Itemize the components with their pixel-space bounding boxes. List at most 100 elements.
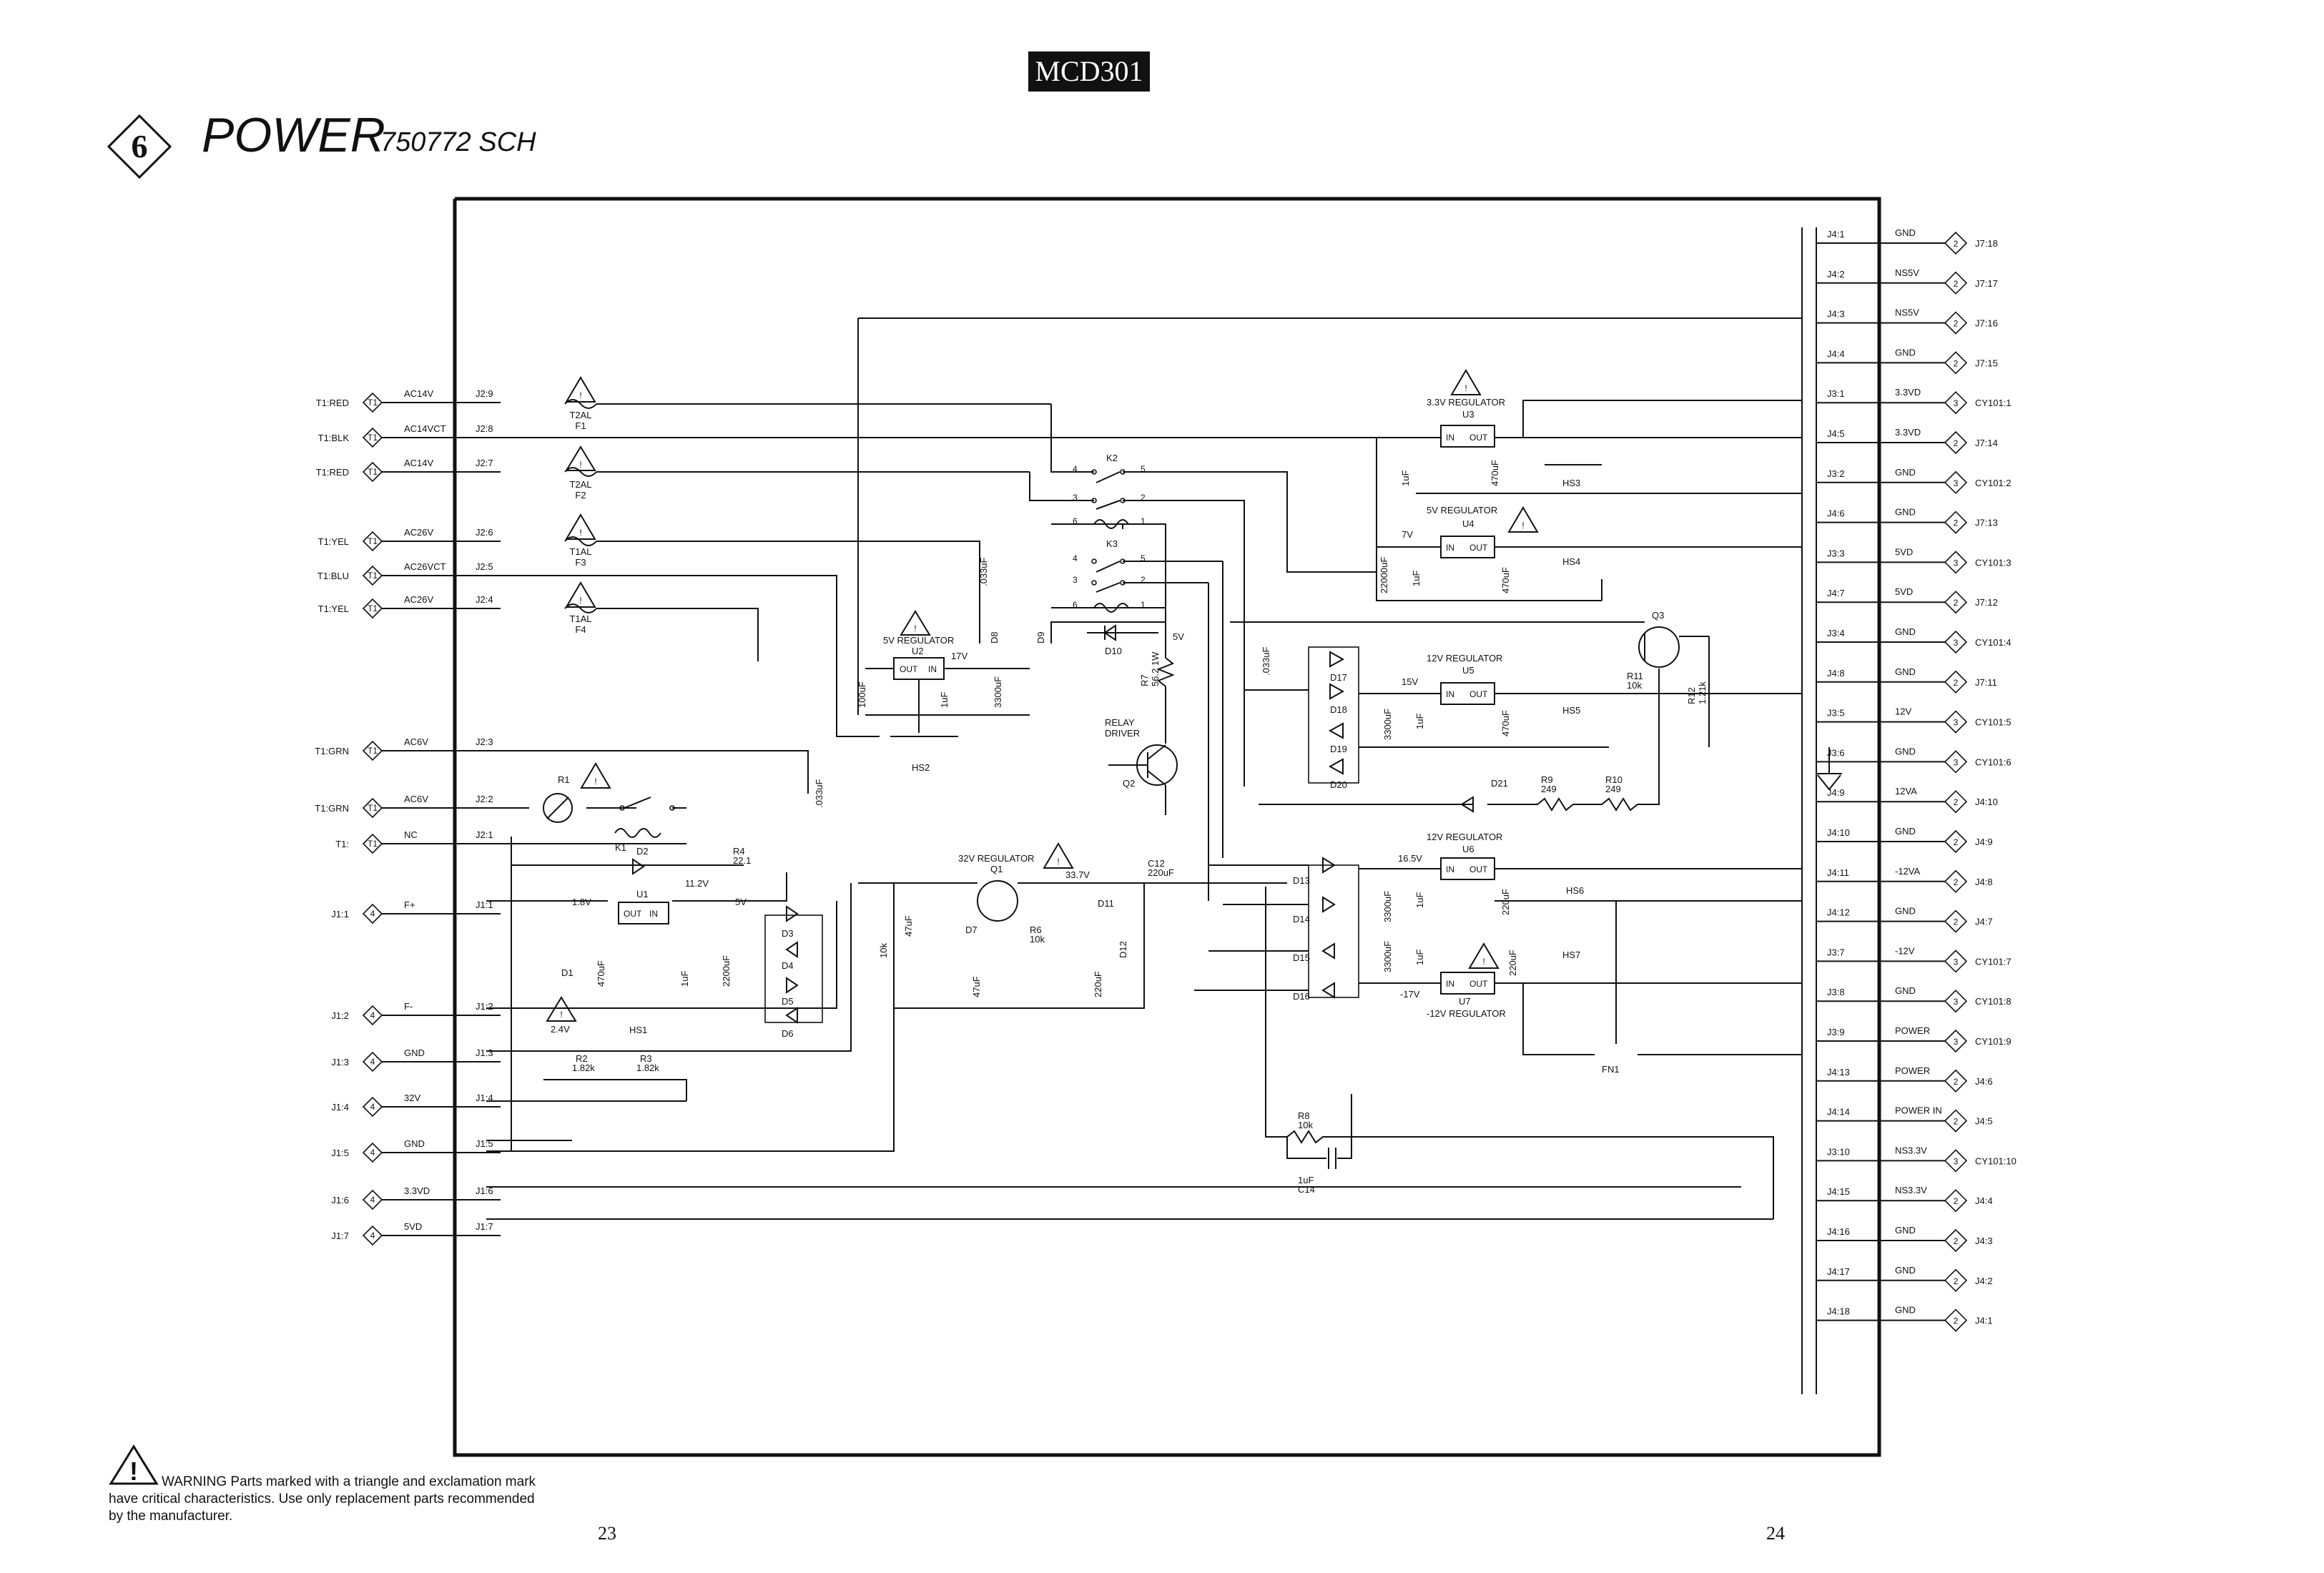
part-label: D10	[1105, 646, 1122, 656]
connector-pin: 3	[1954, 757, 1959, 767]
svg-text:!: !	[579, 528, 581, 538]
connector-pin: 2	[1954, 1316, 1959, 1326]
connector-signal: AC14V	[404, 458, 434, 468]
pin-label: IN	[928, 664, 937, 674]
connector-pin: 3	[1954, 1037, 1959, 1047]
part-label: DRIVER	[1105, 728, 1140, 739]
pin-label: OUT	[1469, 543, 1488, 553]
svg-text:!: !	[1522, 521, 1524, 531]
connector-pin: 2	[1954, 239, 1959, 249]
connector-net: J3:1	[1827, 388, 1845, 399]
part-value: 3300uF	[1382, 941, 1393, 972]
connector-pin: 3	[1954, 997, 1959, 1007]
connector-pin: 2	[1954, 917, 1959, 927]
part-value: 47uF	[903, 915, 914, 937]
connector-signal: POWER	[1895, 1025, 1930, 1036]
warning-note: ! WARNING Parts marked with a triangle a…	[109, 1444, 538, 1525]
connector-signal: AC26V	[404, 527, 434, 538]
svg-text:2: 2	[1141, 575, 1146, 585]
part-value: 1uF	[1414, 892, 1425, 908]
svg-text:6: 6	[1073, 600, 1078, 610]
connector-ref: CY101:9	[1975, 1036, 2012, 1047]
part-value: 3300uF	[1382, 891, 1393, 922]
connector-signal: GND	[1895, 227, 1916, 238]
part-value: 3300uF	[993, 676, 1003, 708]
part-label: D11	[1098, 898, 1114, 909]
part-label: K1	[615, 842, 626, 853]
part-label: D12	[1118, 941, 1128, 958]
part-label: Q3	[1652, 610, 1664, 621]
part-label: R1	[558, 774, 570, 785]
part-value: 1uF	[1411, 571, 1422, 586]
part-label: 12V REGULATOR	[1427, 832, 1502, 842]
svg-text:6: 6	[1073, 516, 1078, 526]
connector-net: J4:13	[1827, 1067, 1850, 1078]
bridge-d17-d20: D17 D18 D19 D20	[1308, 646, 1359, 790]
connector-ref: T1:GRN	[315, 746, 349, 756]
node-voltage: 33.7V	[1065, 869, 1090, 880]
svg-text:!: !	[1057, 857, 1059, 867]
part-label: D6	[782, 1028, 794, 1039]
node-voltage: 16.5V	[1398, 853, 1422, 864]
svg-text:!: !	[129, 1456, 138, 1486]
part-value: 10k	[1627, 680, 1642, 691]
connector-pin: 2	[1954, 279, 1959, 289]
part-label: D13	[1293, 875, 1310, 886]
part-label: U6	[1462, 844, 1474, 854]
connector-signal: GND	[1895, 666, 1916, 677]
connector-ref: J7:12	[1975, 597, 1998, 608]
connector-signal: 12V	[1895, 706, 1911, 717]
connector-net: J2:6	[476, 527, 493, 538]
part-label: HS6	[1566, 885, 1584, 896]
part-label: D4	[782, 960, 794, 971]
part-value: 1.82k	[636, 1062, 659, 1073]
part-label: R7	[1139, 674, 1150, 686]
connector-ref: CY101:4	[1975, 637, 2012, 648]
connector-ref: T1:BLK	[318, 433, 350, 443]
page-number-left: 23	[598, 1523, 616, 1544]
part-label: R2	[576, 1053, 588, 1064]
regulator-u1: U1 OUT IN 1.8V 5V 470uF 1uF 2200uF HS1 D…	[543, 889, 747, 1101]
page-subtitle: 750772 SCH	[380, 127, 536, 157]
part-value: 100uF	[857, 681, 867, 708]
connector-net: J4:11	[1827, 867, 1849, 878]
connector-signal: GND	[1895, 826, 1916, 837]
connector-pin: 2	[1954, 678, 1959, 688]
connector-net: J4:16	[1827, 1226, 1850, 1237]
svg-text:!: !	[560, 1010, 562, 1020]
fuse-value: T1AL	[569, 613, 591, 624]
fuse-value: T2AL	[569, 479, 591, 490]
svg-text:!: !	[594, 776, 596, 786]
connector-net: J1:6	[476, 1185, 493, 1196]
part-value: 1uF	[1298, 1175, 1314, 1185]
svg-text:3: 3	[1073, 493, 1078, 503]
connector-ref: CY101:8	[1975, 996, 2012, 1007]
connector-ref: J4:2	[1975, 1276, 1993, 1286]
connector-net: J2:9	[476, 388, 493, 399]
fuse-value: T2AL	[569, 410, 591, 420]
connector-signal: GND	[1895, 985, 1916, 996]
connector-pin: 2	[1954, 358, 1959, 368]
svg-text:!: !	[1464, 383, 1467, 393]
pin-label: OUT	[1469, 433, 1488, 443]
part-label: 32V REGULATOR	[958, 853, 1034, 864]
node-voltage: 15V	[1402, 676, 1418, 687]
connector-ref: CY101:5	[1975, 717, 2012, 728]
regulator-u2: ! 5V REGULATOR U2 OUT IN 17V 100uF 1uF 3…	[857, 557, 1046, 773]
part-label: D5	[782, 996, 794, 1007]
node-voltage: 5V	[735, 897, 747, 907]
svg-text:5: 5	[1141, 553, 1146, 563]
connector-net: J2:7	[476, 458, 493, 468]
connector-signal: NS3.3V	[1895, 1145, 1927, 1155]
connector-signal: GND	[1895, 1225, 1916, 1236]
